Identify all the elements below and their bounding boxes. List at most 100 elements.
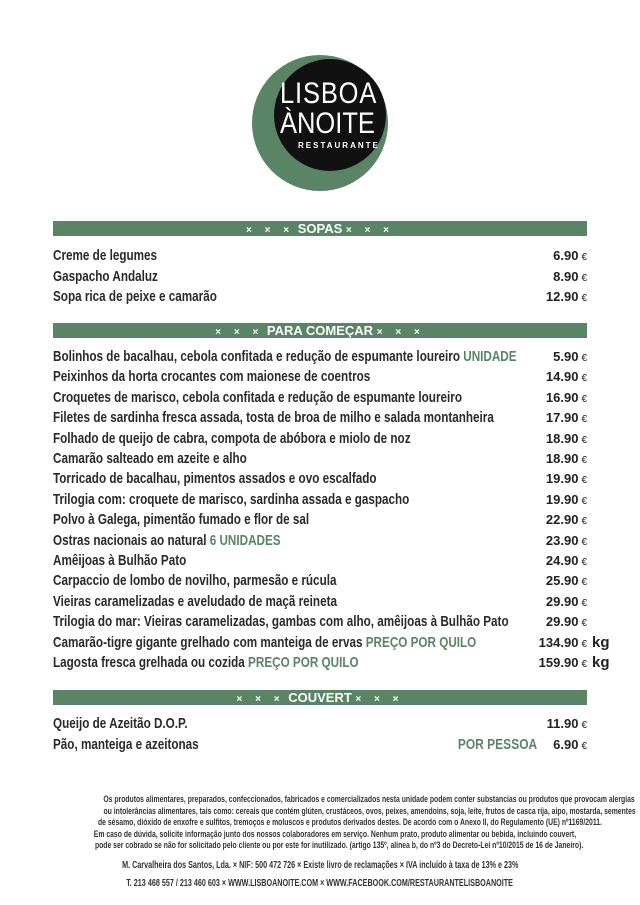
menu-item: Folhado de queijo de cabra, compota de a…: [53, 429, 587, 449]
item-name-text: Queijo de Azeitão D.O.P.: [53, 715, 188, 732]
menu-item: Ostras nacionais ao natural 6 UNIDADES 23…: [53, 531, 587, 551]
item-price: 11.90€: [547, 714, 587, 736]
currency-symbol: €: [581, 434, 587, 446]
unit: kg: [592, 633, 610, 651]
item-price: 19.90€: [546, 469, 587, 491]
menu-item: Creme de legumes 6.90€: [53, 246, 587, 266]
item-name-text: Ostras nacionais ao natural: [53, 531, 207, 549]
item-name: Lagosta fresca grelhada ou cozida PREÇO …: [53, 653, 359, 673]
currency-symbol: €: [581, 577, 587, 589]
item-name-text: Camarão-tigre gigante grelhado com mante…: [53, 633, 363, 651]
decoration: × × ×: [345, 225, 394, 236]
item-name: Carpaccio de lombo de novilho, parmesão …: [53, 571, 336, 591]
item-name-text: Pão, manteiga e azeitonas: [53, 735, 199, 753]
item-name-text: Trilogia com: croquete de marisco, sardi…: [53, 490, 410, 508]
price-value: 6.90: [553, 736, 579, 752]
menu-item: Queijo de Azeitão D.O.P. 11.90€: [53, 714, 587, 734]
price-value: 19.90: [545, 491, 579, 507]
price-value: 25.90: [545, 573, 579, 589]
menu-item: Vieiras caramelizadas e aveludado de maç…: [53, 592, 587, 612]
item-price: 6.90€: [553, 735, 587, 757]
item-price: 18.90€: [546, 449, 587, 471]
price-value: 18.90: [545, 451, 579, 466]
disclaimer-line: pode ser cobrado se não for solicitado p…: [0, 840, 640, 852]
item-name-text: Creme de legumes: [53, 247, 158, 264]
item-name: Croquetes de marisco, cebola confitada e…: [53, 388, 462, 408]
decoration: × × ×: [246, 225, 295, 236]
decoration: × × ×: [355, 694, 404, 705]
item-price: 25.90€: [546, 571, 587, 593]
item-name-text: Carpaccio de lombo de novilho, parmesão …: [53, 572, 337, 590]
decoration: × × ×: [236, 694, 285, 705]
item-name: Ostras nacionais ao natural 6 UNIDADES: [53, 531, 281, 551]
price-value: 22.90: [545, 512, 579, 528]
item-name: Filetes de sardinha fresca assada, tosta…: [53, 408, 494, 428]
menu-item: Lagosta fresca grelhada ou cozida PREÇO …: [53, 653, 610, 673]
price-value: 16.90: [545, 389, 579, 405]
currency-symbol: €: [581, 353, 587, 364]
restaurant-logo: LISBOA ÀNOITE RESTAURANTE: [252, 55, 388, 191]
item-name: Bolinhos de bacalhau, cebola confitada e…: [53, 347, 517, 367]
price-value: 29.90: [545, 614, 579, 630]
price-value: 14.90: [545, 369, 579, 385]
section-title: SOPAS: [297, 221, 343, 236]
menu-item: Polvo à Galega, pimentão fumado e flor d…: [53, 510, 587, 530]
item-name-text: Vieiras caramelizadas e aveludado de maç…: [53, 592, 338, 610]
item-name-text: Sopa rica de peixe e camarão: [53, 288, 217, 305]
currency-symbol: €: [581, 740, 587, 752]
currency-symbol: €: [581, 720, 587, 731]
section-header: × × × SOPAS × × ×: [53, 221, 587, 236]
item-name: Polvo à Galega, pimentão fumado e flor d…: [53, 510, 309, 530]
disclaimer-line: de sésamo, dióxido de enxofre e sulfitos…: [0, 817, 640, 829]
currency-symbol: €: [581, 557, 587, 568]
currency-symbol: €: [581, 618, 587, 630]
menu-item: Sopa rica de peixe e camarão 12.90€: [53, 287, 587, 307]
currency-symbol: €: [581, 475, 587, 487]
menu-item: Bolinhos de bacalhau, cebola confitada e…: [53, 347, 587, 367]
item-name: Folhado de queijo de cabra, compota de a…: [53, 429, 411, 449]
currency-symbol: €: [581, 252, 587, 263]
item-name-text: Camarão salteado em azeite e alho: [53, 450, 247, 467]
price-value: 6.90: [553, 248, 579, 263]
menu-item: Camarão-tigre gigante grelhado com mante…: [53, 633, 610, 653]
disclaimer-text: Em caso de dúvida, solicite informação j…: [93, 828, 577, 840]
currency-symbol: €: [581, 638, 587, 650]
item-name-text: Filetes de sardinha fresca assada, tosta…: [53, 409, 494, 427]
item-name: Pão, manteiga e azeitonas: [53, 735, 199, 755]
decoration: × × ×: [376, 327, 425, 338]
item-price: 29.90€: [546, 592, 587, 614]
disclaimer-text: de sésamo, dióxido de enxofre e sulfitos…: [97, 817, 602, 828]
price-value: 134.90: [538, 634, 579, 650]
item-name: Trilogia com: croquete de marisco, sardi…: [53, 490, 409, 510]
disclaimer-line: Em caso de dúvida, solicite informação j…: [0, 829, 640, 841]
menu-item: Camarão salteado em azeite e alho 18.90€: [53, 449, 587, 469]
item-name-text: Croquetes de marisco, cebola confitada e…: [53, 388, 462, 406]
unit: kg: [592, 654, 610, 671]
item-name-text: Polvo à Galega, pimentão fumado e flor d…: [53, 511, 310, 529]
item-name-text: Trilogia do mar: Vieiras caramelizadas, …: [53, 613, 509, 631]
price-value: 8.90: [553, 268, 579, 284]
price-value: 5.90: [553, 349, 579, 364]
price-value: 24.90: [545, 553, 579, 568]
currency-symbol: €: [581, 516, 587, 528]
item-price: 12.90€: [546, 287, 587, 309]
price-value: 17.90: [545, 410, 579, 426]
price-value: 18.90: [545, 430, 579, 446]
item-name-text: Lagosta fresca grelhada ou cozida: [53, 654, 245, 671]
section-title: PARA COMEÇAR: [266, 323, 374, 338]
menu-item: Trilogia com: croquete de marisco, sardi…: [53, 490, 587, 510]
currency-symbol: €: [581, 536, 587, 548]
currency-symbol: €: [581, 455, 587, 466]
currency-symbol: €: [581, 293, 587, 304]
item-note: 6 UNIDADES: [209, 531, 281, 549]
item-name: Creme de legumes: [53, 246, 157, 266]
price-value: 159.90: [538, 655, 579, 670]
currency-symbol: €: [581, 373, 587, 385]
menu-item: Filetes de sardinha fresca assada, tosta…: [53, 408, 587, 428]
item-name-text: Torricado de bacalhau, pimentos assados …: [53, 470, 377, 488]
item-note: PREÇO POR QUILO: [248, 654, 359, 671]
price-value: 23.90: [545, 532, 579, 548]
logo-text: RESTAURANTE: [298, 141, 380, 150]
company-text: M. Carvalheira dos Santos, Lda. × NIF: 5…: [121, 860, 519, 871]
